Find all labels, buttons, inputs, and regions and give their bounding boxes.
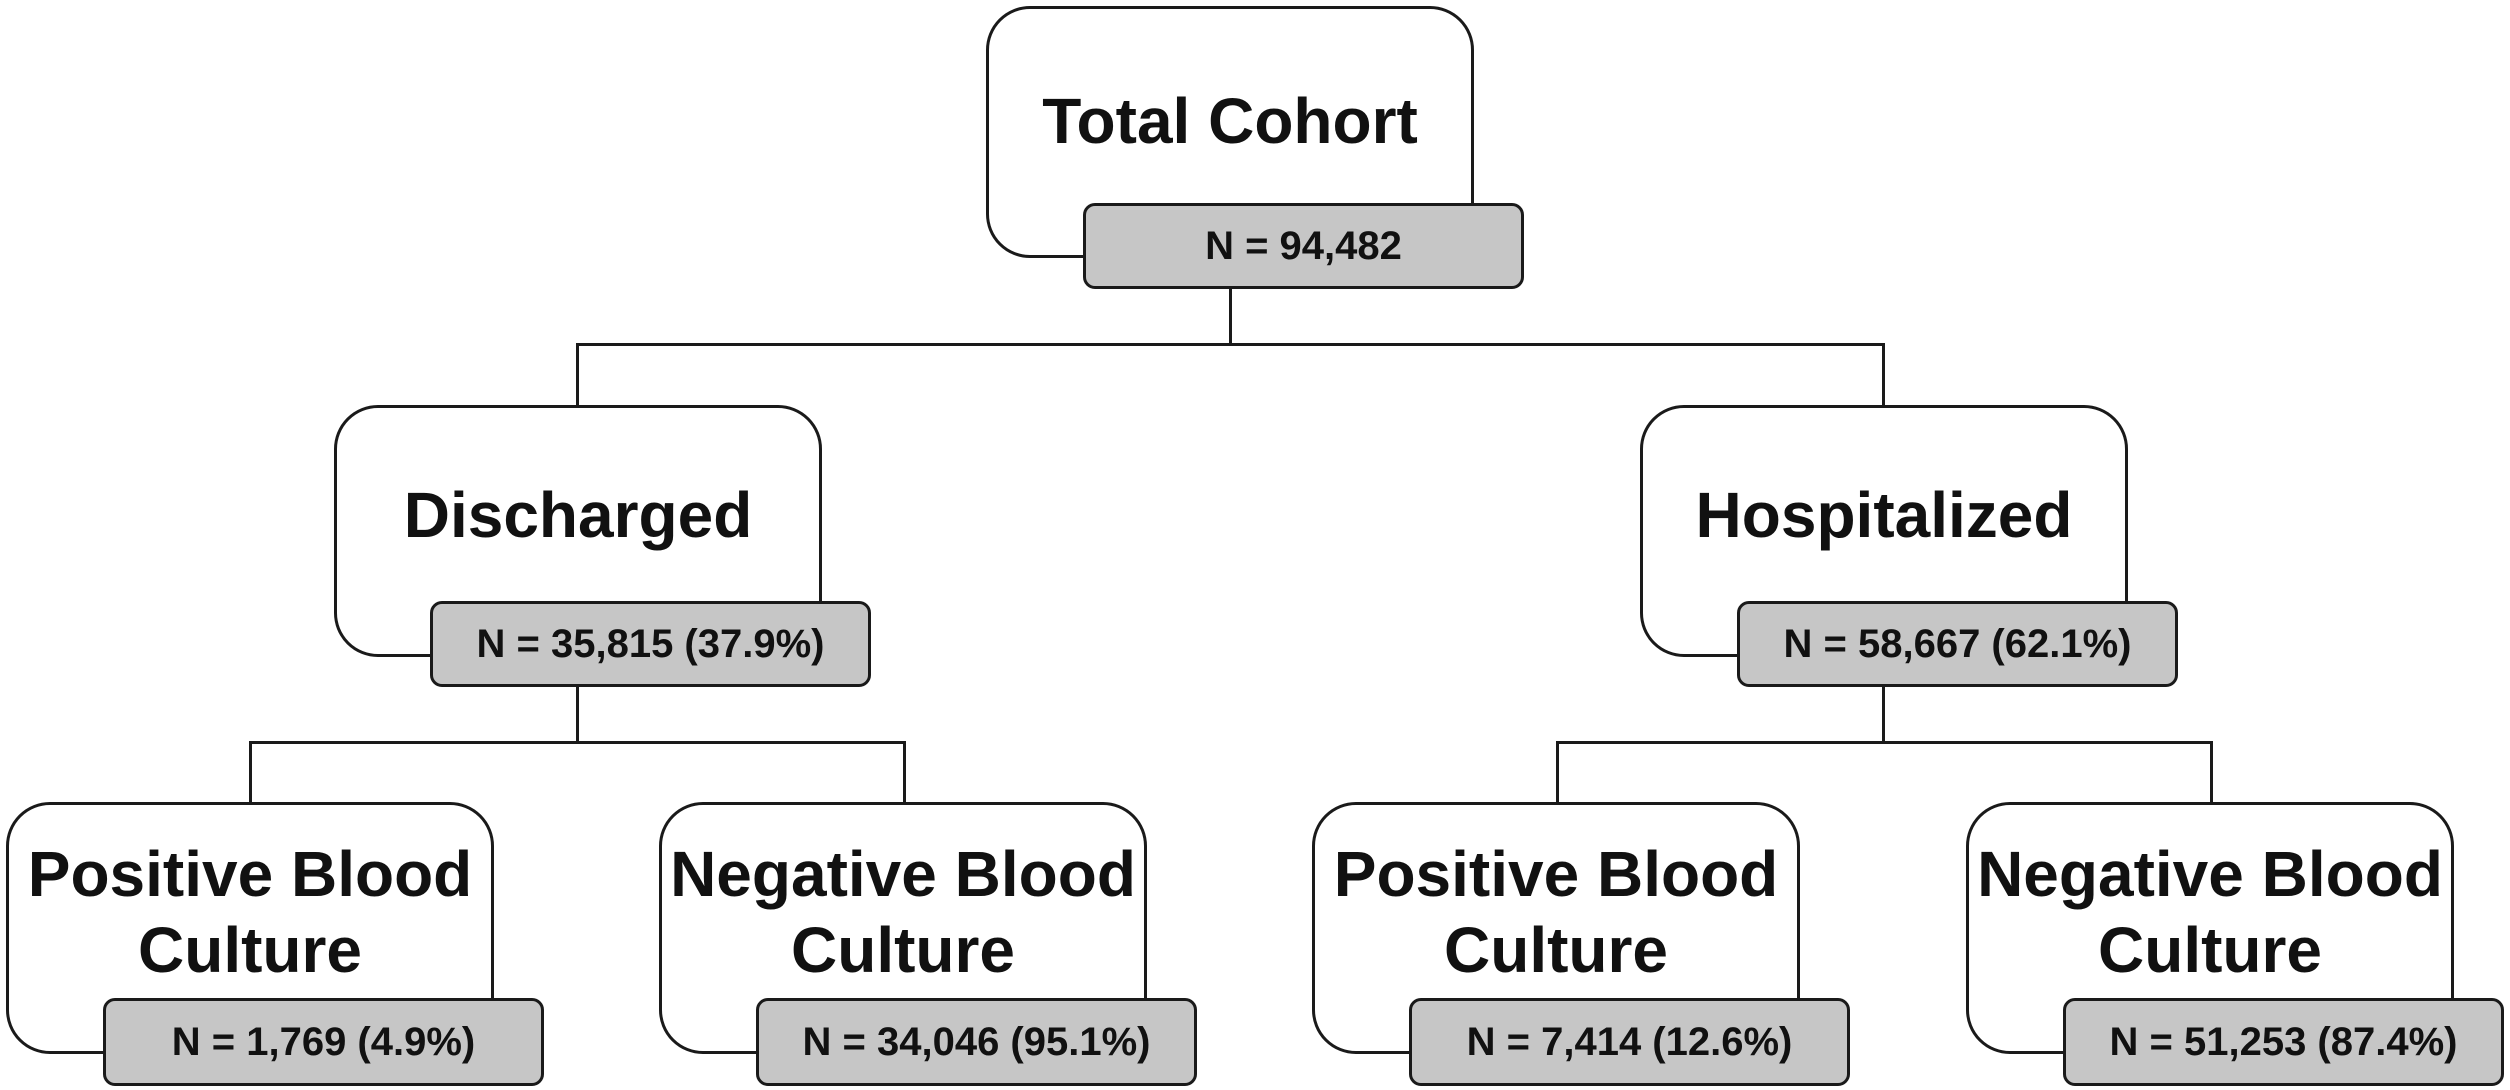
connector-line (249, 741, 906, 744)
hospitalized-negative-title-line1: Negative Blood (1977, 838, 2443, 910)
connector-line (576, 343, 579, 405)
connector-line (1556, 741, 1559, 803)
connector-line (1229, 285, 1232, 345)
connector-line (1882, 343, 1885, 405)
connector-line (2210, 741, 2213, 803)
discharged-negative-title-line1: Negative Blood (670, 838, 1136, 910)
discharged-negative-title-line2: Culture (791, 914, 1015, 986)
connector-line (576, 683, 579, 743)
connector-line (1556, 741, 2213, 744)
discharged-negative-box: Negative Blood Culture (659, 802, 1147, 1054)
hospitalized-negative-title-line2: Culture (2098, 914, 2322, 986)
hospitalized-positive-title-line2: Culture (1444, 914, 1668, 986)
connector-line (576, 343, 1885, 346)
connector-line (249, 741, 252, 803)
connector-line (903, 741, 906, 803)
discharged-negative-count: N = 34,046 (95.1%) (756, 998, 1197, 1086)
hospitalized-count: N = 58,667 (62.1%) (1737, 601, 2178, 687)
discharged-title: Discharged (403, 479, 753, 551)
total-cohort-title: Total Cohort (1042, 85, 1418, 157)
hospitalized-positive-title-line1: Positive Blood (1333, 838, 1779, 910)
discharged-positive-title-line2: Culture (138, 914, 362, 986)
discharged-positive-count: N = 1,769 (4.9%) (103, 998, 544, 1086)
hospitalized-positive-count: N = 7,414 (12.6%) (1409, 998, 1850, 1086)
hospitalized-negative-count: N = 51,253 (87.4%) (2063, 998, 2504, 1086)
discharged-positive-title-line1: Positive Blood (27, 838, 473, 910)
discharged-count: N = 35,815 (37.9%) (430, 601, 871, 687)
total-cohort-count: N = 94,482 (1083, 203, 1524, 289)
connector-line (1882, 683, 1885, 743)
hospitalized-title: Hospitalized (1695, 479, 2073, 551)
